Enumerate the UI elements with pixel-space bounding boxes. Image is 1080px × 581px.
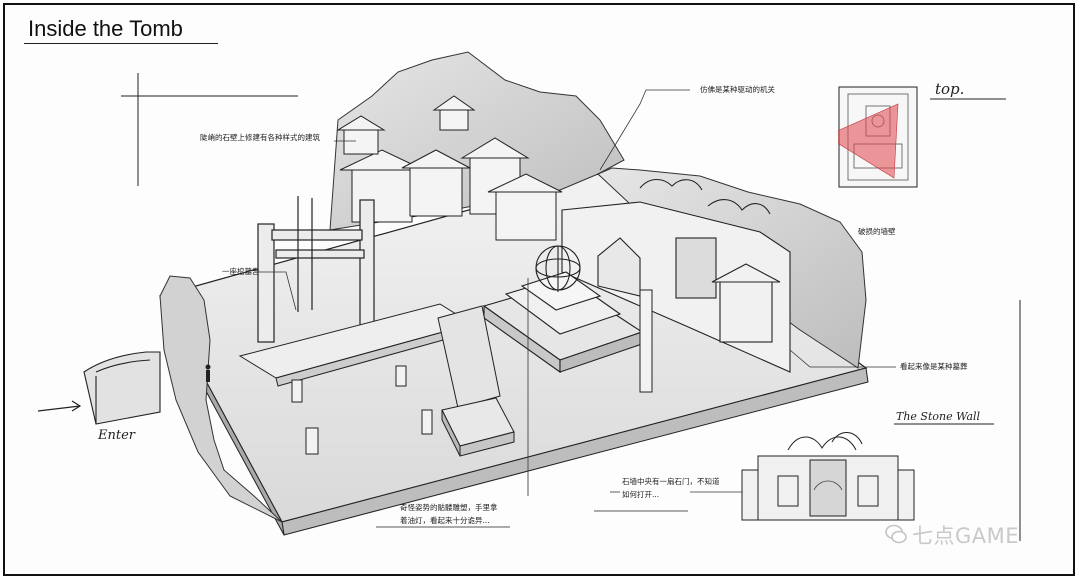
stone-wall-elevation — [741, 432, 915, 521]
note-stone-door-2: 如何打开... — [622, 490, 660, 499]
note-mechanism: 仿佛是某种驱动的机关 — [700, 85, 775, 94]
explorer-figure — [205, 364, 211, 382]
annotation-leaders — [254, 89, 896, 496]
note-lamp-1: 奇怪姿势的骷髅雕塑，手里拿 — [400, 503, 498, 512]
note-altar: 看起来像是某种墓葬 — [900, 362, 968, 371]
stone-coffin — [441, 397, 515, 457]
stone-walkway — [238, 303, 501, 409]
top-view-minimap — [838, 86, 918, 188]
page-title: Inside the Tomb — [28, 16, 183, 41]
scaffold-beams — [257, 196, 375, 343]
cliff-buildings — [336, 95, 563, 241]
entrance-tunnel — [83, 351, 161, 425]
note-lamp-2: 着油灯，看起来十分诡异... — [400, 516, 490, 525]
title-underline — [24, 43, 218, 44]
stone-pillars — [291, 289, 653, 455]
wechat-icon — [885, 524, 907, 544]
note-broken-wall: 破损的墙壁 — [858, 227, 896, 236]
note-stone-door-1: 石墙中央有一扇石门，不知道 — [622, 477, 720, 486]
note-coffin: 一座棺墓告 — [222, 267, 260, 276]
stone-gate-wall — [561, 178, 791, 373]
label-stone-wall: The Stone Wall — [896, 410, 981, 423]
watermark: 七点GAME — [912, 524, 1020, 548]
label-enter: Enter — [98, 428, 135, 443]
camera-view-cone — [838, 103, 899, 179]
note-cliff-buildings: 陡峭的石壁上修建有各种样式的建筑 — [200, 133, 320, 142]
central-altar — [482, 245, 644, 374]
entrance-arrow-icon — [37, 400, 82, 412]
label-top: top. — [935, 80, 965, 98]
